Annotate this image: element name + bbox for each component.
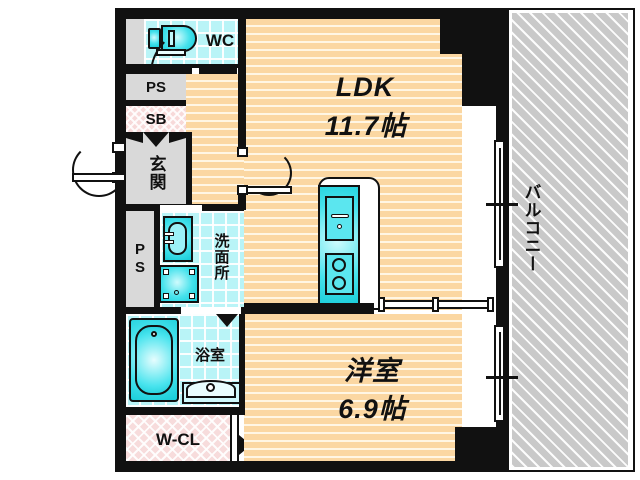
room-wcl-floor <box>126 415 230 461</box>
bathtub-drain <box>151 331 157 337</box>
corridor-wall-left <box>186 132 192 210</box>
sliding-door-stile-left <box>378 297 385 312</box>
washroom-label: 洗面所 <box>212 233 230 281</box>
balcony-surface <box>512 13 630 467</box>
ps-mid-right-wall <box>154 211 160 307</box>
bedroom-label: 洋室 <box>344 355 400 386</box>
ldk-door-leaf[interactable] <box>246 186 292 194</box>
ps-mid-label: PS <box>131 241 149 277</box>
bedroom-wall-left-upper <box>239 314 245 415</box>
wcl-door-panel[interactable] <box>230 415 239 461</box>
balcony-label: バルコニー <box>521 182 541 273</box>
wcl-label: W-CL <box>155 429 201 449</box>
washing-machine-corner-tr <box>189 269 195 275</box>
washroom-door-opening[interactable] <box>160 205 202 211</box>
ldk-door-jamb-top <box>237 147 248 157</box>
outer-wall-left <box>115 8 126 472</box>
bath-label: 浴室 <box>194 346 225 364</box>
ldk-bedroom-sliding-door-right[interactable] <box>436 300 493 309</box>
outer-wall-bottom <box>115 461 525 472</box>
bath-door-arrow-icon <box>216 314 238 327</box>
ldk-partition-wall <box>238 19 246 150</box>
corridor-floor <box>186 74 244 204</box>
washing-machine-drain <box>174 290 179 295</box>
ldk-notch-upper <box>440 19 496 54</box>
washing-machine-corner-bl <box>163 293 169 299</box>
bath-counter-faucet <box>206 383 215 392</box>
bedroom-balcony-window-mullion <box>499 332 501 415</box>
kitchen-sink <box>325 196 354 241</box>
kitchen-faucet-spout <box>331 214 349 218</box>
sliding-door-stile-mid <box>432 297 439 312</box>
sb-label: SB <box>145 110 167 128</box>
toilet-tank <box>148 28 161 49</box>
room-bedroom-floor <box>244 314 462 461</box>
ldk-bedroom-sliding-door-left[interactable] <box>380 300 436 309</box>
bath-door-opening[interactable] <box>181 307 241 314</box>
genkan-step-edge-left <box>126 132 143 143</box>
kitchen-faucet-knob <box>337 224 342 229</box>
bedroom-partition-wall <box>244 303 374 314</box>
genkan-step-edge-right <box>169 132 186 143</box>
ldk-size-label: 11.7帖 <box>324 110 408 141</box>
stove-burner-bottom <box>332 276 346 290</box>
bedroom-balcony-window-open-mark <box>486 376 518 379</box>
service-sb-area <box>126 106 186 132</box>
washing-machine-corner-tl <box>163 269 169 275</box>
front-door-leaf[interactable] <box>72 173 126 182</box>
bedroom-notch-lower-right <box>455 427 496 461</box>
front-door-swing-arc[interactable] <box>72 143 126 197</box>
ps-top-divider <box>126 100 186 106</box>
vanity-faucet <box>164 232 174 236</box>
ldk-label: LDK <box>335 71 395 102</box>
vanity-faucet-handle <box>164 240 174 244</box>
service-ps-top-area <box>126 74 186 100</box>
outer-wall-top <box>115 8 525 19</box>
wc-left-shaft <box>126 19 144 64</box>
ldk-door-swing-arc[interactable] <box>246 150 292 196</box>
genkan-step-arrow-icon <box>143 132 169 147</box>
wcl-wall-top <box>126 407 244 415</box>
bedroom-size-label: 6.9帖 <box>338 393 407 424</box>
ps-top-label: PS <box>145 78 166 96</box>
genkan-label: 玄関 <box>146 155 166 191</box>
sliding-door-stile-right <box>487 297 494 312</box>
ldk-notch-lower <box>462 54 496 106</box>
washroom-sliding-door-track <box>203 205 244 210</box>
vanity-basin <box>168 222 187 255</box>
balcony-inner-edge <box>628 13 633 467</box>
ldk-balcony-window-open-mark <box>486 203 518 206</box>
stove-burner-top <box>332 258 346 272</box>
ldk-wall-below-door <box>238 194 246 210</box>
washing-machine-corner-br <box>189 293 195 299</box>
service-ps-mid-area <box>126 211 154 307</box>
